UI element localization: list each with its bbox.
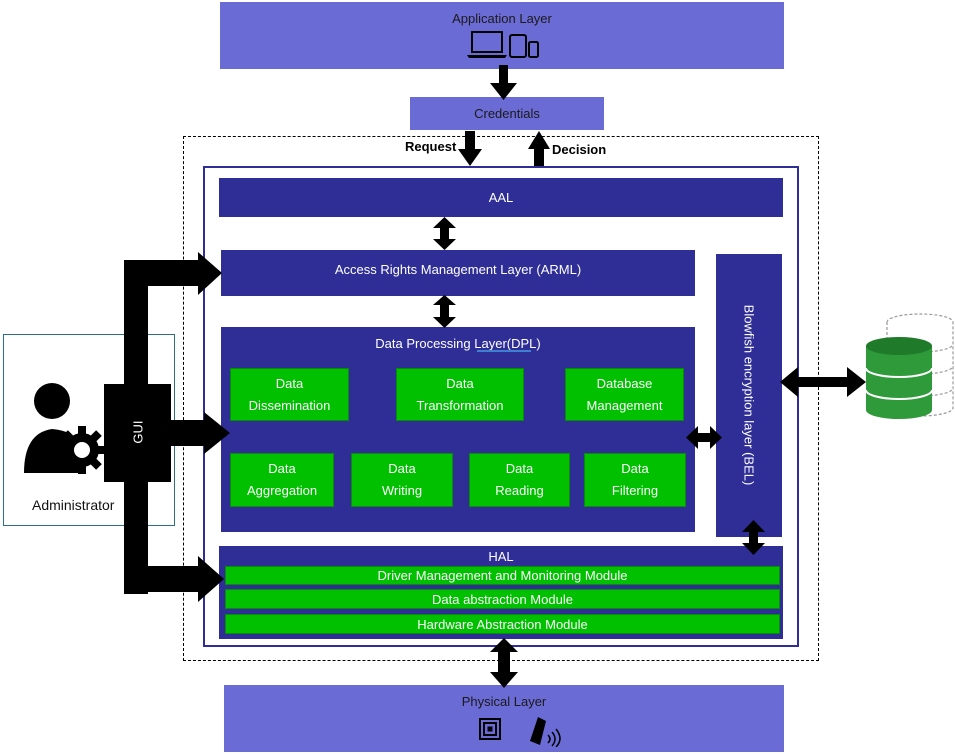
arml-label: Access Rights Management Layer (ARML): [334, 262, 582, 277]
aal-layer: AAL: [219, 178, 783, 217]
module-data-dissemination: Data Dissemination: [230, 368, 349, 421]
hal-module-driver-management: Driver Management and Monitoring Module: [225, 566, 780, 585]
arrow-bel-database: [780, 367, 866, 397]
module-data-writing: Data Writing: [351, 453, 453, 507]
module-data-aggregation: Data Aggregation: [230, 453, 334, 507]
credentials-box: Credentials: [410, 97, 604, 130]
hal-label: HAL: [488, 549, 514, 564]
gui-arrowhead-dpl: [204, 412, 230, 454]
arrow-arml-dpl: [433, 295, 456, 328]
devices-icon: [467, 31, 539, 58]
gui-label: GUI: [130, 420, 146, 444]
application-layer-label: Application Layer: [452, 11, 552, 26]
gui-arrowhead-hal: [198, 556, 224, 602]
dpl-label: Data Processing Layer(DPL): [375, 336, 541, 351]
wireless-sensor-icon: [530, 717, 561, 747]
hal-module-data-abstraction: Data abstraction Module: [225, 589, 780, 609]
admin-gear-icon: [24, 383, 106, 474]
decision-label: Decision: [552, 142, 607, 157]
module-data-reading: Data Reading: [469, 453, 570, 507]
arrow-hal-physical: [490, 638, 518, 688]
request-label: Request: [405, 139, 457, 154]
arrow-app-to-credentials: [490, 83, 517, 100]
bel-layer: Blowfish encryption layer (BEL): [716, 254, 782, 537]
gui-block: GUI: [104, 384, 171, 482]
arrow-request: [458, 149, 482, 166]
module-database-management: Database Management: [565, 368, 684, 421]
arrow-bel-hal: [742, 520, 765, 555]
arrow-aal-arml: [433, 217, 456, 250]
arml-layer: Access Rights Management Layer (ARML): [221, 250, 695, 296]
module-data-filtering: Data Filtering: [584, 453, 686, 507]
module-data-transformation: Data Transformation: [396, 368, 524, 421]
chip-icon: [479, 718, 501, 740]
gui-branch-arml: [124, 260, 200, 286]
application-layer: Application Layer: [220, 2, 784, 69]
gui-arrowhead-arml: [198, 252, 222, 295]
hal-module-hardware-abstraction: Hardware Abstraction Module: [225, 614, 780, 634]
aal-label: AAL: [488, 189, 514, 205]
administrator-label: Administrator: [32, 497, 115, 513]
credentials-label: Credentials: [474, 105, 540, 121]
database-icon: [865, 313, 954, 419]
dpl-label-underline: [477, 350, 531, 352]
physical-layer: Physical Layer: [224, 685, 784, 752]
physical-layer-label: Physical Layer: [461, 694, 547, 709]
arrow-decision: [528, 131, 550, 149]
arrow-dpl-bel: [686, 426, 722, 449]
gui-branch-hal: [124, 566, 200, 592]
